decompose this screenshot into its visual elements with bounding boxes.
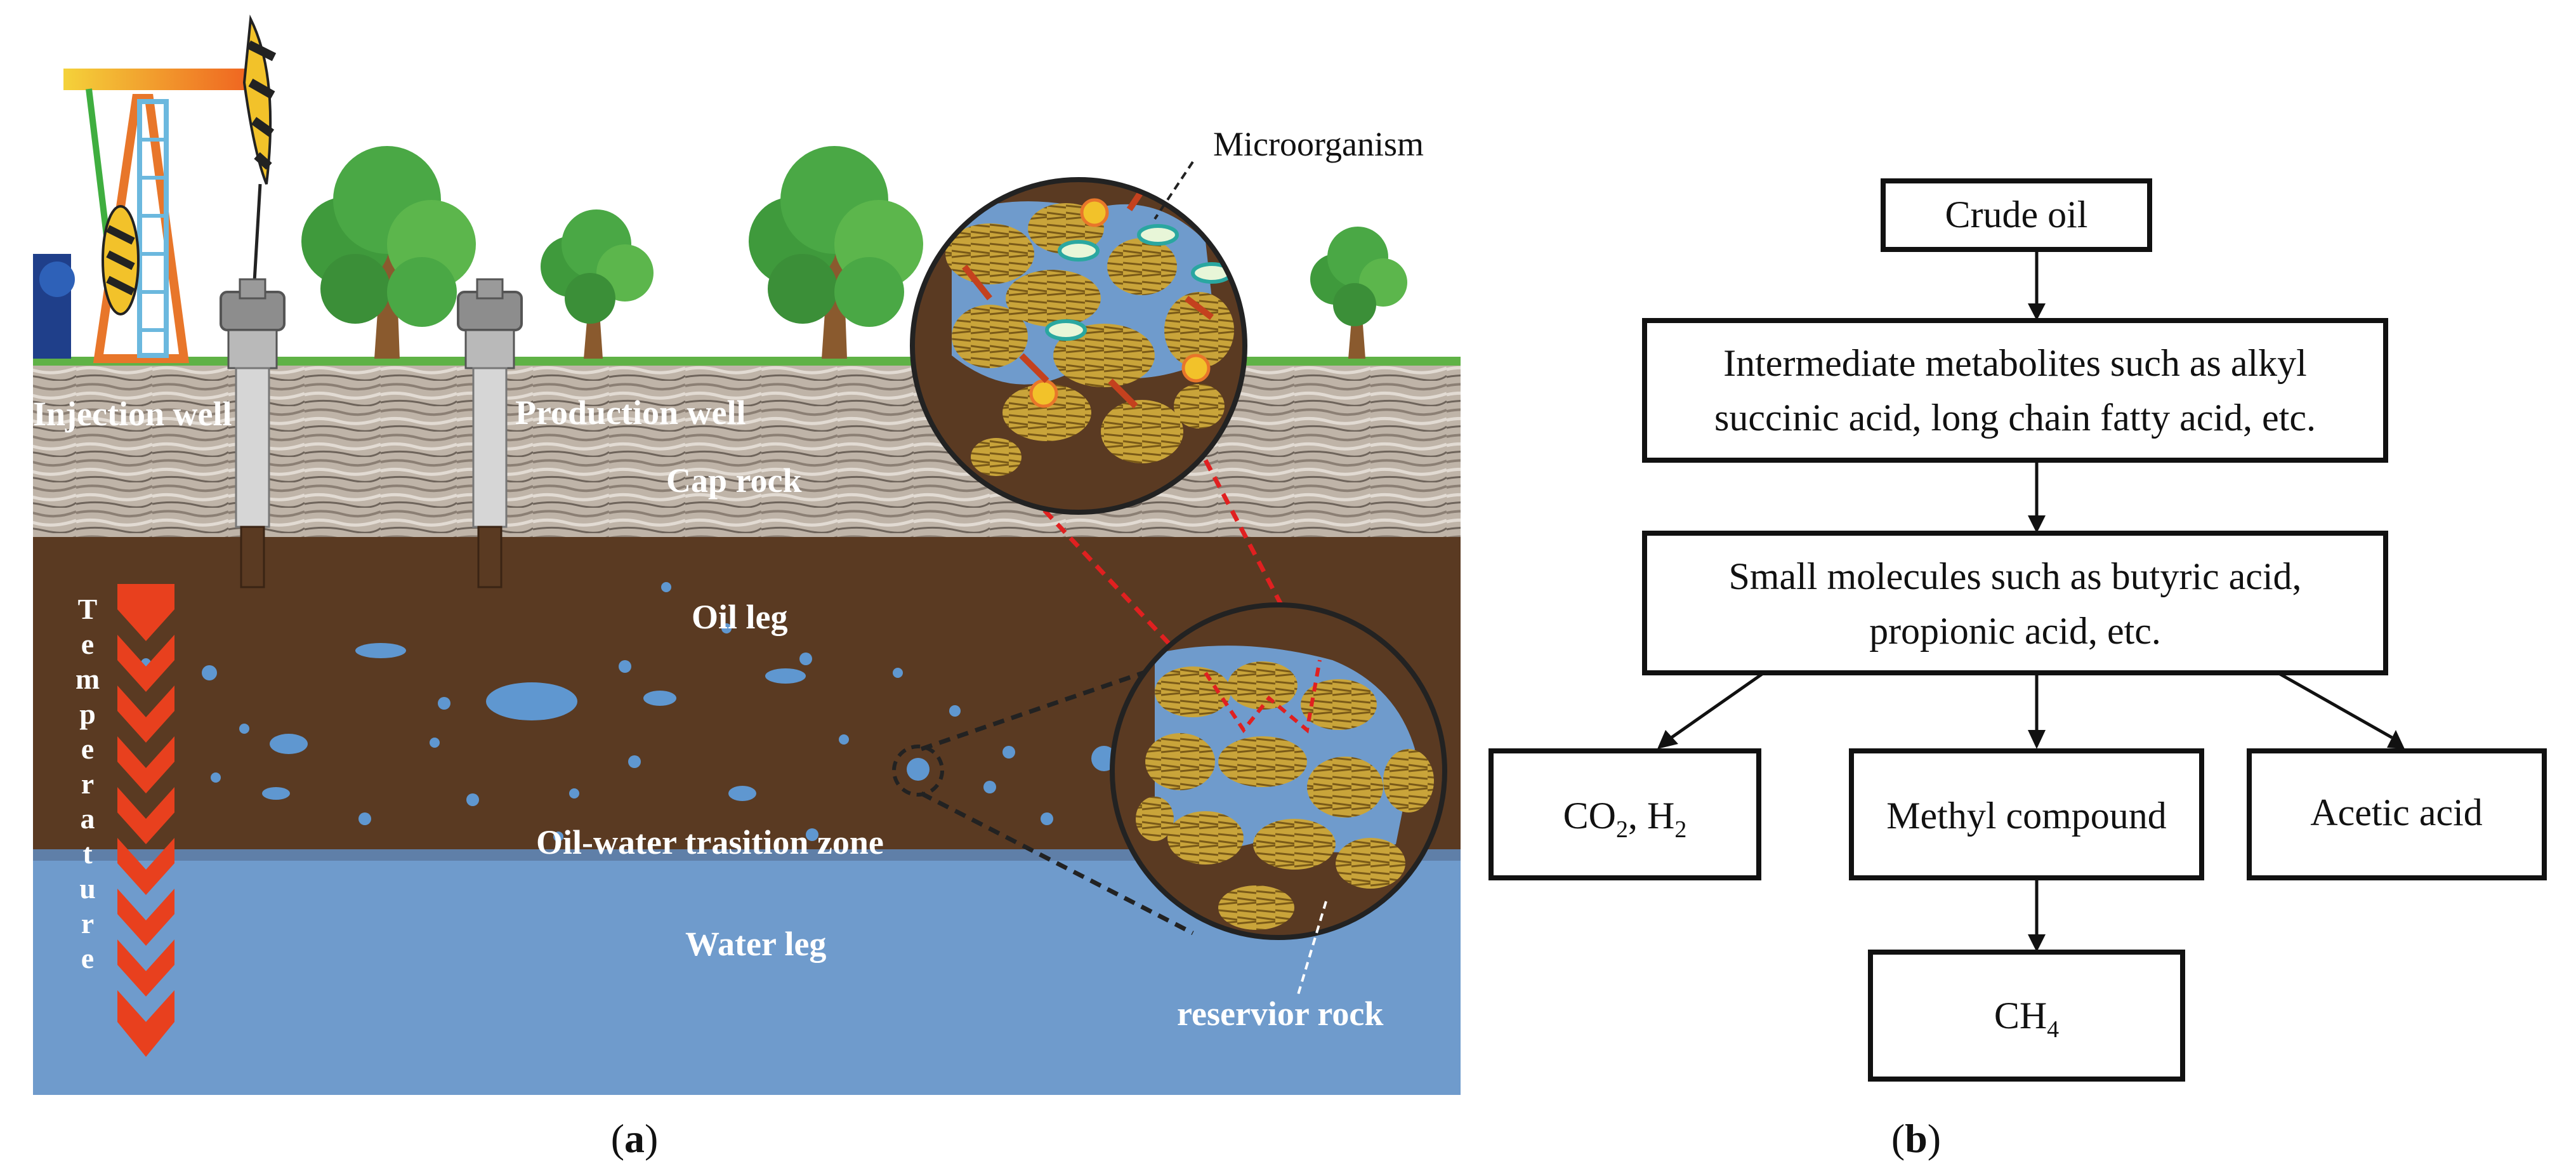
- tree: [749, 146, 923, 359]
- panel-b-flowchart: Crude oil Intermediate metabolites such …: [1488, 178, 2547, 1082]
- box-small-molecules: [1642, 531, 2388, 675]
- co2-h2-text: CO2, H2: [1563, 795, 1687, 843]
- arrow-head: [1657, 730, 1678, 749]
- label-transition-zone: Oil-water trasition zone: [536, 823, 884, 861]
- temperature-letter: e: [81, 942, 94, 974]
- label-production-well: Production well: [515, 394, 746, 432]
- label-microorganism: Microorganism: [1213, 125, 1424, 163]
- box-acetic-acid: [2247, 748, 2547, 880]
- intermediate-text-line2: succinic acid, long chain fatty acid, et…: [1714, 397, 2316, 439]
- arrow-head: [2387, 730, 2405, 749]
- tree: [1310, 227, 1407, 359]
- zoom-connectors: [892, 459, 1313, 936]
- temperature-label: T e m p e r a t u r e: [76, 593, 100, 974]
- oil-droplets: [141, 582, 1167, 842]
- arrow-head: [2028, 303, 2046, 321]
- small-molecules-text-line2: propionic acid, etc.: [1869, 610, 2161, 652]
- small-molecules-text-line1: Small molecules such as butyric acid,: [1728, 555, 2301, 597]
- caption-b: (b): [1891, 1116, 1941, 1161]
- injection-well: [220, 278, 286, 588]
- label-oil-leg: Oil leg: [692, 598, 787, 636]
- production-well: [457, 278, 523, 588]
- box-intermediate-metabolites: [1642, 318, 2388, 463]
- tree: [301, 146, 476, 359]
- crude-oil-text: Crude oil: [1945, 194, 2088, 235]
- arrow-head: [2028, 730, 2046, 749]
- label-injection-well: Injection well: [33, 395, 232, 433]
- ch4-text: CH4: [1994, 995, 2059, 1043]
- temperature-letter: e: [81, 628, 94, 660]
- transition-zone-band: [33, 849, 1461, 861]
- temperature-letter: a: [81, 802, 95, 835]
- microorganism-zoom-circle: [910, 177, 1247, 515]
- methyl-compound-text: Methyl compound: [1886, 795, 2167, 837]
- temperature-letter: p: [79, 698, 96, 730]
- temperature-letter: r: [81, 767, 94, 800]
- temperature-letter: t: [82, 837, 93, 870]
- reservoir-rock-zoom-circle: [1110, 602, 1447, 940]
- panel-a-diagram: T e m p e r a t u r e: [33, 14, 1461, 1095]
- box-crude-oil: [1881, 178, 2152, 252]
- label-water-leg: Water leg: [685, 925, 826, 963]
- acetic-acid-text: Acetic acid: [2310, 792, 2483, 833]
- temperature-letter: T: [78, 593, 98, 625]
- intermediate-text-line1: Intermediate metabolites such as alkyl: [1723, 342, 2307, 384]
- temperature-letter: u: [79, 872, 96, 905]
- temperature-letter: m: [76, 663, 100, 695]
- box-co2-h2: [1488, 748, 1761, 880]
- arrow-head: [2028, 934, 2046, 952]
- box-methyl-compound: [1849, 748, 2204, 880]
- caption-a: (a): [611, 1116, 659, 1161]
- label-reservoir-rock: reservior rock: [1177, 995, 1383, 1033]
- pumpjack: [33, 14, 277, 363]
- box-ch4: [1868, 950, 2185, 1082]
- arrow-head: [2028, 515, 2046, 533]
- label-cap-rock: Cap rock: [666, 461, 802, 500]
- reservoir-rock-leader: [1296, 901, 1327, 997]
- temperature-letter: r: [81, 907, 94, 939]
- temperature-letter: e: [81, 732, 94, 765]
- tree: [541, 209, 654, 359]
- temperature-arrow: [117, 584, 174, 1057]
- microorganism-leader: [1153, 161, 1194, 220]
